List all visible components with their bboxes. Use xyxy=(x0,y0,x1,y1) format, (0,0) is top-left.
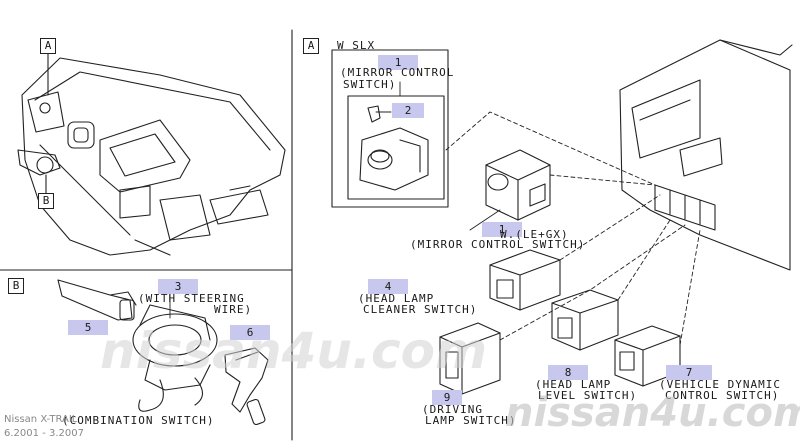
section-label-a-right: A xyxy=(303,38,319,54)
part-1-slx-line1: (MIRROR CONTROL xyxy=(340,66,455,79)
w-slx-box xyxy=(331,49,449,208)
pointer-lines xyxy=(169,81,501,319)
part-number-9[interactable]: 9 xyxy=(432,390,462,405)
variant-label: W SLX xyxy=(337,39,376,52)
watermark-center: nissan4u.com xyxy=(100,322,488,380)
head-lamp-level-switch-illustration xyxy=(551,289,619,351)
part-9-line1: (DRIVING xyxy=(422,403,483,416)
part-number-2[interactable]: 2 xyxy=(392,103,424,118)
section-label-b-bottom: B xyxy=(8,278,24,294)
section-label-b-left: B xyxy=(38,193,54,209)
part-number-7[interactable]: 7 xyxy=(666,365,712,380)
part-1-le-gx-line2: (MIRROR CONTROL SWITCH) xyxy=(410,238,586,251)
part-number-4[interactable]: 4 xyxy=(368,279,408,294)
part-1-slx-line2: SWITCH) xyxy=(343,78,397,91)
leader-lines xyxy=(445,111,701,346)
footer-model: Nissan X-TRAIL xyxy=(4,414,78,425)
section-label-a-left: A xyxy=(40,38,56,54)
footer-dates: 6.2001 - 3.2007 xyxy=(4,428,84,439)
part-8-line2: LEVEL SWITCH) xyxy=(538,389,638,402)
part-number-5[interactable]: 5 xyxy=(68,320,108,335)
part-number-6[interactable]: 6 xyxy=(230,325,270,340)
part-number-1-le-gx[interactable]: 1 xyxy=(482,222,522,237)
part-7-line2: CONTROL SWITCH) xyxy=(665,389,780,402)
part-4-line2: CLEANER SWITCH) xyxy=(363,303,478,316)
part-4-line1: (HEAD LAMP xyxy=(358,292,435,305)
part-8-line1: (HEAD LAMP xyxy=(535,378,612,391)
watermark-bottom: nissan4u.com xyxy=(505,390,800,436)
part-number-1-slx[interactable]: 1 xyxy=(378,55,418,70)
section-dividers xyxy=(0,29,293,441)
combination-switch-illustration xyxy=(57,279,269,426)
part-number-8[interactable]: 8 xyxy=(548,365,588,380)
part-1-le-gx-line1: W.(LE+GX) xyxy=(500,228,569,241)
console-panel-illustration xyxy=(619,39,793,271)
dashboard-illustration xyxy=(17,49,286,256)
part-7-line1: (VEHICLE DYNAMIC xyxy=(659,378,781,391)
part-3-line1: (WITH STEERING xyxy=(138,292,245,305)
part-9-line2: LAMP SWITCH) xyxy=(425,414,517,427)
combination-switch-label: (COMBINATION SWITCH) xyxy=(62,414,215,427)
part-3-line2: WIRE) xyxy=(214,303,253,316)
driving-lamp-switch-illustration xyxy=(439,322,501,395)
part-number-3[interactable]: 3 xyxy=(158,279,198,294)
mirror-control-switch-illustration xyxy=(485,149,551,221)
head-lamp-cleaner-switch-illustration xyxy=(489,249,561,311)
